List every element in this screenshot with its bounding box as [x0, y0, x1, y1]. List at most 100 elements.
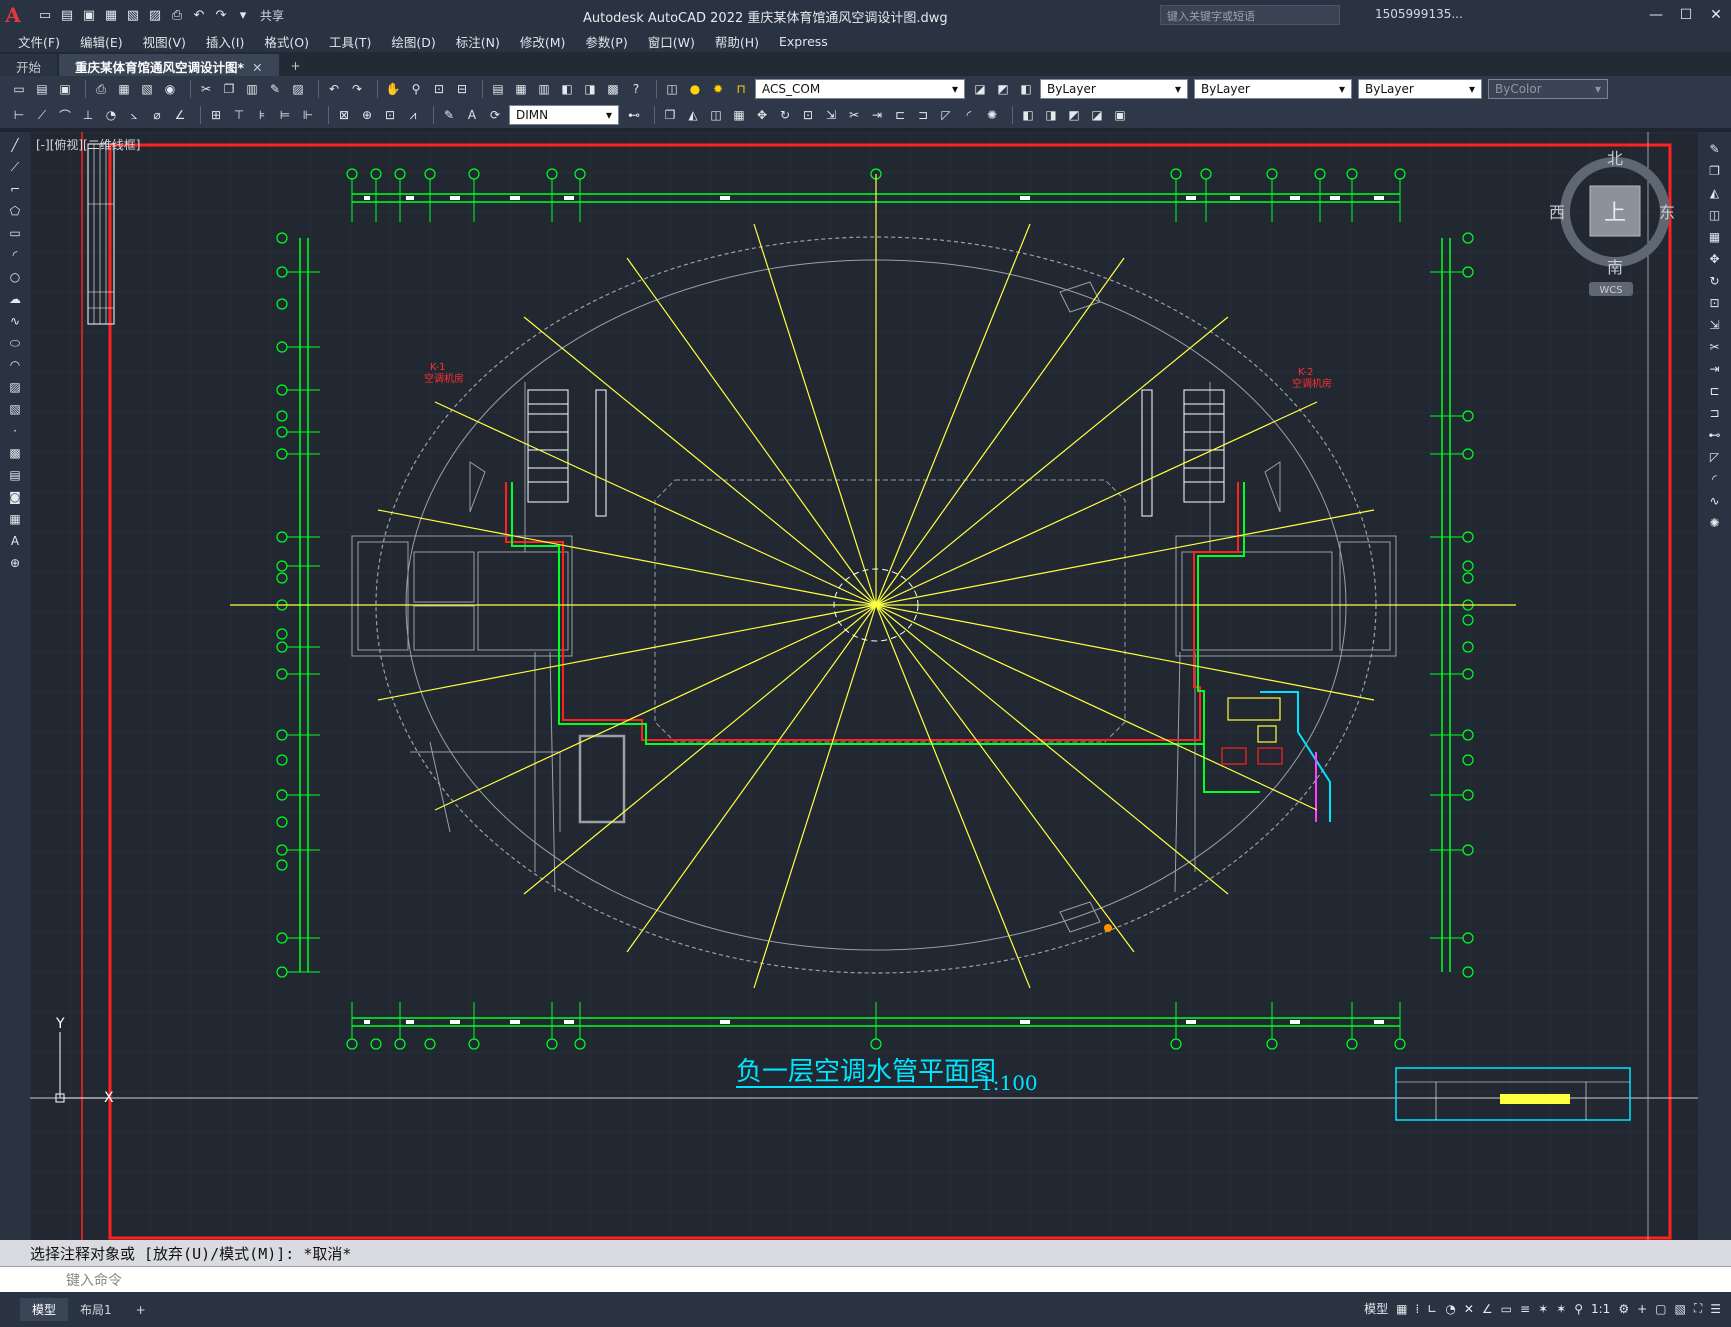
- dimension-text-edit-icon[interactable]: A: [467, 108, 477, 122]
- spline-icon[interactable]: ∿: [9, 314, 21, 328]
- sheet-set-icon[interactable]: ◧: [561, 82, 573, 96]
- send-back-icon[interactable]: ◩: [1068, 108, 1080, 122]
- trim-icon[interactable]: ✂: [848, 108, 860, 122]
- tool-palettes-icon[interactable]: ▥: [538, 82, 550, 96]
- layer-unlock-icon[interactable]: ⊓: [736, 82, 746, 96]
- blend-icon[interactable]: ∿: [1709, 494, 1720, 508]
- region-icon[interactable]: ◙: [9, 490, 21, 504]
- dimension-diameter-icon[interactable]: ⌀: [153, 108, 161, 122]
- revision-cloud-icon[interactable]: ☁: [9, 292, 21, 306]
- scale-icon[interactable]: ⊡: [1709, 296, 1720, 310]
- menu-edit[interactable]: 编辑(E): [79, 34, 123, 50]
- offset-icon[interactable]: ◫: [710, 108, 722, 122]
- drawing-canvas[interactable]: K-1 空调机房 K-2 空调机房 负一层空调水管平面图 1:100 Y X: [30, 132, 1698, 1240]
- dimension-edit-icon[interactable]: ✎: [443, 108, 455, 122]
- new-file-icon[interactable]: ▭: [38, 7, 52, 23]
- save-icon[interactable]: ▣: [59, 82, 71, 96]
- menu-view[interactable]: 视图(V): [142, 34, 186, 50]
- hatch-icon[interactable]: ▩: [9, 446, 21, 460]
- preview-icon[interactable]: ▦: [118, 82, 130, 96]
- snap-icon[interactable]: ⁞: [1415, 1301, 1420, 1316]
- array-icon[interactable]: ▦: [733, 108, 745, 122]
- dimension-angular-icon[interactable]: ∠: [174, 108, 186, 122]
- tab-start[interactable]: 开始: [0, 54, 58, 76]
- block-editor-icon[interactable]: ▨: [292, 82, 304, 96]
- command-input[interactable]: 键入命令: [0, 1266, 1731, 1292]
- search-input[interactable]: 键入关键字或短语: [1160, 5, 1340, 25]
- workspace-gear-icon[interactable]: ⚙: [1618, 1301, 1630, 1316]
- chamfer-icon[interactable]: ◸: [1709, 450, 1720, 464]
- customize-icon[interactable]: ☰: [1710, 1301, 1721, 1316]
- compass-west[interactable]: 西: [1549, 203, 1565, 222]
- otrack-icon[interactable]: ∠: [1481, 1301, 1493, 1316]
- quick-dimension-icon[interactable]: ⊞: [210, 108, 222, 122]
- offset-icon[interactable]: ◫: [1708, 208, 1721, 222]
- join-icon[interactable]: ⊷: [1708, 428, 1721, 442]
- add-selected-icon[interactable]: ⊕: [9, 556, 21, 570]
- dimstyle-dropdown[interactable]: DIMN▾: [509, 105, 619, 125]
- copy-icon[interactable]: ❐: [1709, 164, 1720, 178]
- units-icon[interactable]: ▢: [1655, 1301, 1667, 1316]
- viewcube-top-face[interactable]: [1589, 185, 1641, 237]
- new-tab-button[interactable]: +: [290, 59, 301, 73]
- erase-icon[interactable]: ✎: [1709, 142, 1720, 156]
- redo-icon[interactable]: ↷: [215, 7, 227, 23]
- zoom-realtime-icon[interactable]: ⚲: [411, 82, 421, 96]
- lineweight-icon[interactable]: ≡: [1520, 1301, 1531, 1316]
- model-space-label[interactable]: 模型: [1364, 1302, 1389, 1316]
- layer-on-icon[interactable]: ●: [689, 82, 701, 96]
- polygon-icon[interactable]: ⬠: [9, 204, 21, 218]
- user-account[interactable]: 1505999135...: [1375, 7, 1463, 21]
- menu-express[interactable]: Express: [778, 33, 828, 49]
- explode-icon[interactable]: ✺: [986, 108, 998, 122]
- viewport-controls[interactable]: [-][俯视][二维线框]: [36, 138, 141, 152]
- customize-dropdown-icon[interactable]: ▾: [239, 7, 247, 23]
- rotate-icon[interactable]: ↻: [779, 108, 791, 122]
- annotation-scale-value[interactable]: 1:1: [1591, 1301, 1611, 1316]
- menu-window[interactable]: 窗口(W): [647, 34, 695, 50]
- polar-icon[interactable]: ◔: [1445, 1301, 1456, 1316]
- linetype-dropdown[interactable]: ByLayer▾: [1194, 79, 1352, 99]
- wcs-button[interactable]: [1589, 282, 1633, 296]
- menu-parametric[interactable]: 参数(P): [585, 34, 628, 50]
- break-at-point-icon[interactable]: ⊏: [1709, 384, 1720, 398]
- mirror-icon[interactable]: ◭: [688, 108, 698, 122]
- center-mark-icon[interactable]: ⊕: [361, 108, 373, 122]
- menu-draw[interactable]: 绘图(D): [391, 34, 436, 50]
- polyline-icon[interactable]: ⌐: [9, 182, 21, 196]
- layer-dropdown[interactable]: ACS_COM▾: [755, 79, 965, 99]
- bring-front-icon[interactable]: ◨: [1045, 108, 1057, 122]
- layer-properties-icon[interactable]: ◫: [666, 82, 678, 96]
- copy-icon[interactable]: ❐: [223, 82, 235, 96]
- design-center-icon[interactable]: ▦: [515, 82, 527, 96]
- ellipse-arc-icon[interactable]: ◠: [9, 358, 21, 372]
- help-icon[interactable]: ?: [632, 82, 640, 96]
- stretch-icon[interactable]: ⇲: [825, 108, 837, 122]
- circle-icon[interactable]: ○: [9, 270, 21, 284]
- draw-order-icon[interactable]: ◧: [1022, 108, 1034, 122]
- dimension-aligned-icon[interactable]: ⟋: [37, 107, 47, 122]
- plotstyle-dropdown[interactable]: ByColor▾: [1488, 79, 1608, 99]
- web-open-icon[interactable]: ▧: [126, 7, 140, 23]
- point-icon[interactable]: ·: [13, 424, 17, 438]
- inspect-icon[interactable]: ⊡: [384, 108, 396, 122]
- dimension-ordinate-icon[interactable]: ⊥: [82, 108, 94, 122]
- move-icon[interactable]: ✥: [756, 108, 768, 122]
- isolate-icon[interactable]: ▧: [1674, 1301, 1686, 1316]
- menu-modify[interactable]: 修改(M): [519, 34, 566, 50]
- cut-icon[interactable]: ✂: [200, 82, 212, 96]
- save-icon[interactable]: ▣: [82, 7, 96, 23]
- text-front-icon[interactable]: ◪: [1091, 108, 1103, 122]
- tab-drawing[interactable]: 重庆某体育馆通风空调设计图*✕: [59, 54, 279, 76]
- autocad-logo-icon[interactable]: A: [5, 3, 21, 27]
- color-dropdown[interactable]: ByLayer▾: [1040, 79, 1188, 99]
- compass-south[interactable]: 南: [1607, 258, 1623, 277]
- maximize-icon[interactable]: ☐: [1679, 7, 1693, 23]
- share-button[interactable]: 共享: [260, 8, 285, 23]
- viewcube[interactable]: 上 北 南 东 西 WCS: [1545, 149, 1685, 300]
- menu-format[interactable]: 格式(O): [264, 34, 309, 50]
- menu-insert[interactable]: 插入(I): [205, 34, 245, 50]
- plot-icon[interactable]: ⎙: [96, 81, 106, 96]
- publish-icon[interactable]: ▧: [141, 82, 153, 96]
- fillet-icon[interactable]: ◜: [1712, 472, 1717, 486]
